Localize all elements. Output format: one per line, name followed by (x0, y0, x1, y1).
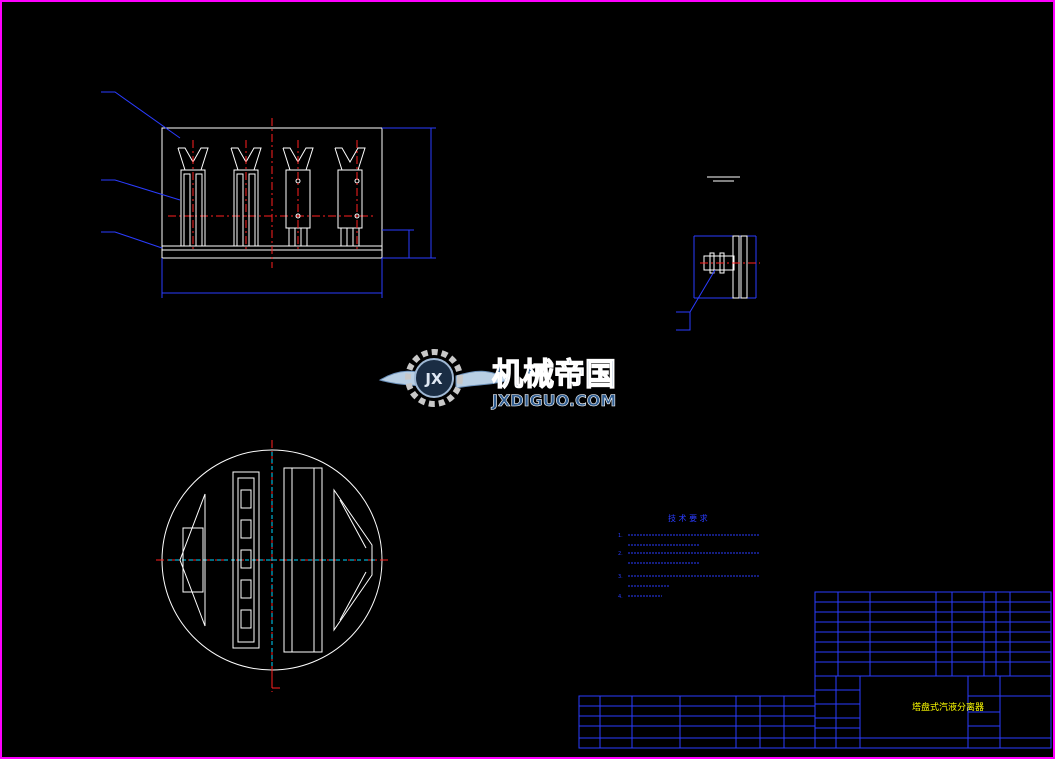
watermark-url: JXDIGUO.COM (491, 391, 616, 410)
tray-assembly-2 (230, 140, 262, 250)
gear-icon: JX (405, 349, 463, 407)
drawing-title: 塔盘式汽液分离器 (912, 701, 984, 713)
detail-view (676, 176, 760, 331)
notes-title: 技 术 要 求 (668, 513, 708, 523)
note-1: 1. (618, 533, 623, 539)
note-4: 4. (618, 594, 623, 600)
tray-assembly-4 (334, 140, 366, 250)
title-block: 塔盘式汽液分离器 (578, 591, 1052, 749)
tray-assembly-3 (282, 140, 314, 250)
watermark-title: 机械帝国 (492, 357, 616, 393)
note-2: 2. (618, 551, 623, 557)
top-view (156, 440, 388, 692)
watermark-logo: JX 机械帝国 JXDIGUO.COM (378, 349, 617, 410)
emblem-text: JX (424, 370, 443, 388)
tray-assembly-1 (177, 140, 209, 250)
front-view (101, 91, 436, 298)
technical-notes: 技 术 要 求 1. 2. 3. 4. (618, 513, 760, 600)
note-3: 3. (618, 574, 623, 580)
